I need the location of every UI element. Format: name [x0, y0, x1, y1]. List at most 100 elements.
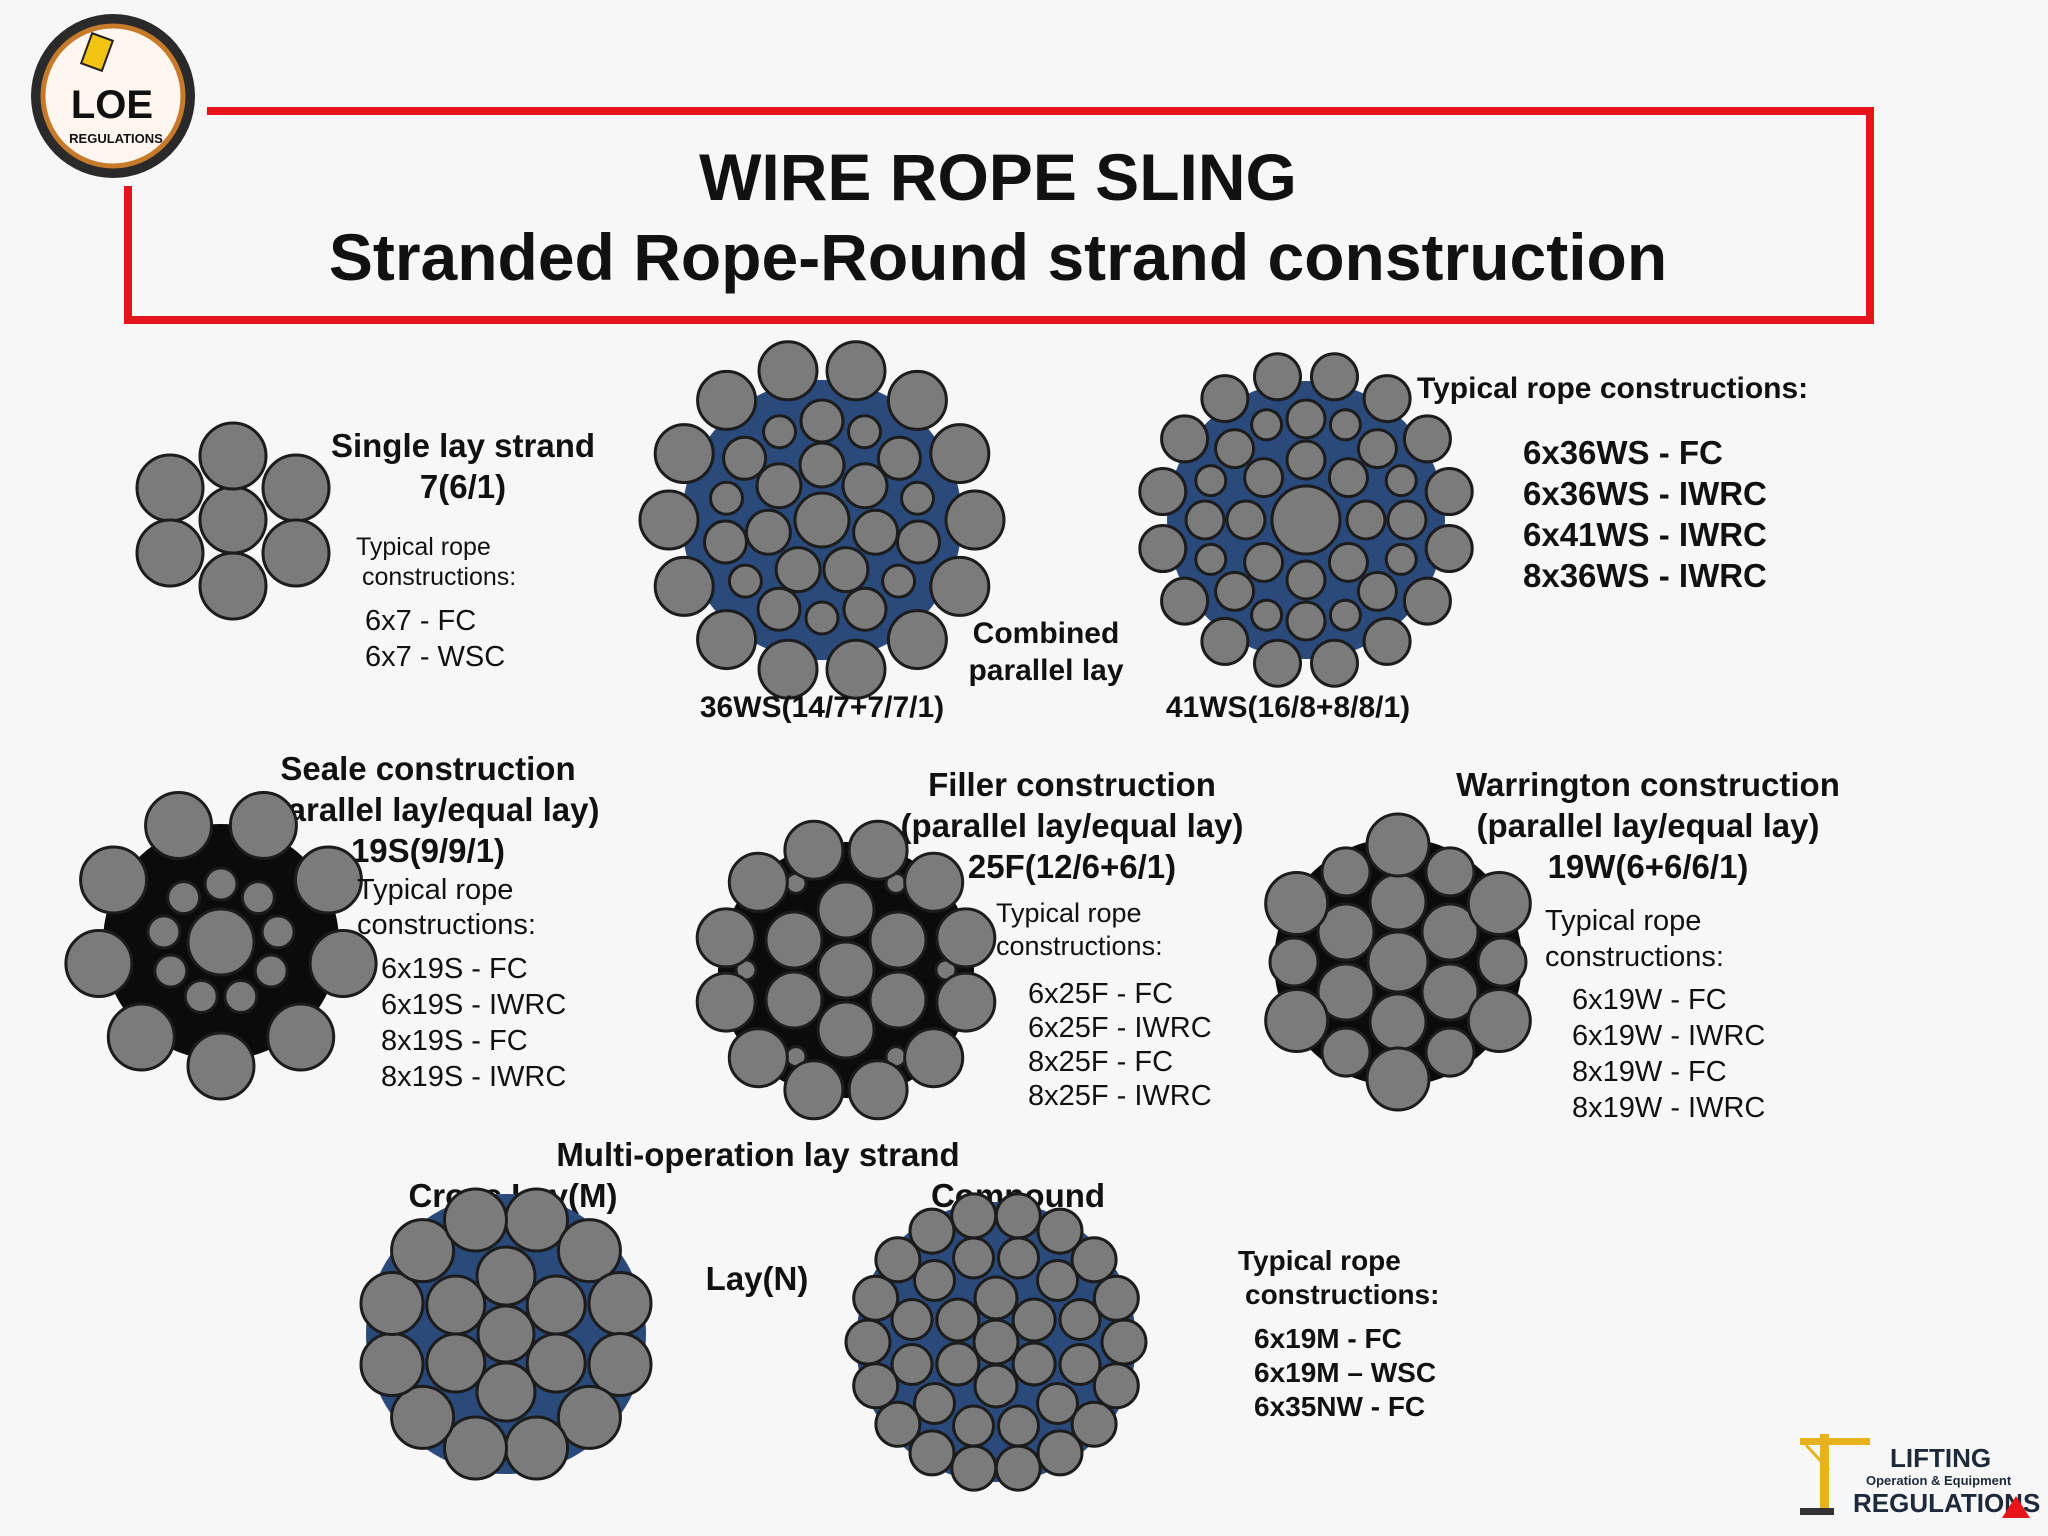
- wire-circle: [1362, 616, 1412, 666]
- wire-circle: [929, 555, 991, 617]
- combined-item: 6x36WS - IWRC: [1523, 475, 1767, 512]
- filler-typical-2: constructions:: [996, 931, 1163, 961]
- loe-logo-text: LOE: [71, 83, 153, 127]
- wire-circle: [1138, 467, 1188, 516]
- wire-circle: [1466, 871, 1532, 936]
- wire-circle: [852, 508, 900, 556]
- wire-circle: [844, 1318, 892, 1366]
- wire-circle: [1058, 1343, 1102, 1386]
- wire-circle: [886, 609, 948, 671]
- wire-circle: [764, 910, 824, 970]
- wire-circle: [799, 398, 845, 444]
- wire-circle: [1285, 398, 1327, 440]
- wire-circle: [695, 907, 757, 969]
- wire-circle: [1356, 428, 1398, 470]
- wire-circle: [425, 1332, 487, 1394]
- center-wire: [816, 940, 876, 1000]
- wire-circle: [1092, 1274, 1140, 1322]
- wire-circle: [1386, 499, 1428, 541]
- multi-item: 6x19M - FC: [1254, 1323, 1402, 1354]
- combined-item: 6x36WS - FC: [1523, 434, 1723, 471]
- loe-logo: LOE REGULATIONS: [31, 14, 195, 178]
- wire-circle: [1424, 846, 1476, 898]
- wire-circle: [896, 519, 941, 565]
- single-lay-typical-2: constructions:: [362, 563, 516, 591]
- wire-circle: [722, 435, 768, 481]
- wire-circle: [1345, 499, 1387, 541]
- wire-circle: [1253, 638, 1302, 688]
- combined-item: 6x41WS - IWRC: [1523, 516, 1767, 553]
- wire-circle: [153, 953, 189, 989]
- wire-circle: [913, 1259, 956, 1302]
- wire-circle: [1327, 541, 1369, 583]
- wire-circle: [868, 910, 928, 970]
- filler-code: 25F(12/6+6/1): [968, 848, 1176, 885]
- wire-circle: [881, 563, 917, 599]
- wire-circle: [994, 1192, 1042, 1240]
- filler-heading: Filler construction: [928, 766, 1216, 803]
- wire-circle: [1384, 464, 1418, 498]
- wire-circle: [1058, 1298, 1102, 1341]
- wire-circle: [1194, 464, 1228, 498]
- wire-circle: [1011, 1341, 1057, 1387]
- seale-item: 8x19S - IWRC: [381, 1061, 566, 1093]
- wire-circle: [973, 1275, 1019, 1321]
- wire-circle: [900, 480, 935, 516]
- wire-circle: [203, 866, 239, 902]
- wire-circle: [253, 953, 289, 989]
- wire-circle: [390, 1384, 456, 1450]
- seale-typical-2: constructions:: [357, 909, 536, 941]
- wire-circle: [144, 791, 214, 860]
- lifting-regulations-logo: LIFTING Operation & Equipment REGULATION…: [1800, 1434, 2040, 1518]
- wire-circle: [822, 546, 870, 594]
- wire-circle: [64, 929, 134, 998]
- wire-circle: [757, 638, 819, 700]
- wire-circle: [757, 340, 819, 402]
- seale-item: 6x19S - IWRC: [381, 989, 566, 1021]
- single-lay-strand-diagram: [135, 421, 331, 621]
- label-36ws: 36WS(14/7+7/7/1): [700, 691, 944, 724]
- center-wire: [1366, 930, 1430, 994]
- warrington-subheading: (parallel lay/equal lay): [1477, 807, 1820, 844]
- wire-circle: [903, 1027, 965, 1089]
- wire-circle: [783, 1059, 845, 1121]
- wire-circle: [1160, 414, 1210, 464]
- combined-label-2: parallel lay: [968, 654, 1123, 687]
- wire-circle: [1402, 414, 1452, 464]
- wire-circle: [1285, 600, 1327, 642]
- wire-circle: [1368, 992, 1428, 1052]
- wire-circle: [1320, 1026, 1372, 1078]
- combined-item: 8x36WS - IWRC: [1523, 557, 1767, 594]
- wire-circle: [997, 1236, 1040, 1280]
- wire-circle: [1070, 1236, 1118, 1284]
- wire-circle: [223, 979, 259, 1014]
- wire-circle: [798, 441, 846, 489]
- wire-circle: [816, 1000, 876, 1060]
- wire-circle: [240, 880, 276, 916]
- seale-strand-diagram: [64, 791, 378, 1101]
- wire-circle: [475, 1245, 537, 1307]
- wire-circle: [1424, 524, 1474, 573]
- wire-circle: [816, 880, 876, 940]
- wire-circle: [293, 845, 363, 915]
- wire-circle: [1250, 408, 1284, 442]
- wire-circle: [1320, 846, 1372, 898]
- wire-circle: [1384, 542, 1418, 576]
- wire-circle: [1200, 374, 1250, 424]
- wire-circle: [1476, 936, 1528, 988]
- wire-circle: [944, 489, 1006, 551]
- center-wire: [1270, 484, 1342, 556]
- wire-circle: [260, 914, 296, 950]
- filler-strand-diagram: [695, 819, 997, 1121]
- wire-circle: [755, 462, 803, 510]
- filler-item: 8x25F - IWRC: [1028, 1080, 1212, 1112]
- wire-circle: [1285, 439, 1327, 481]
- wire-circle: [952, 1404, 995, 1448]
- wire-circle: [929, 423, 991, 485]
- wire-circle: [183, 979, 219, 1014]
- subtitle: Stranded Rope-Round strand construction: [329, 220, 1667, 294]
- filler-subheading: (parallel lay/equal lay): [901, 807, 1244, 844]
- wire-circle: [1424, 467, 1474, 516]
- strand-36ws-diagram: [638, 340, 1006, 700]
